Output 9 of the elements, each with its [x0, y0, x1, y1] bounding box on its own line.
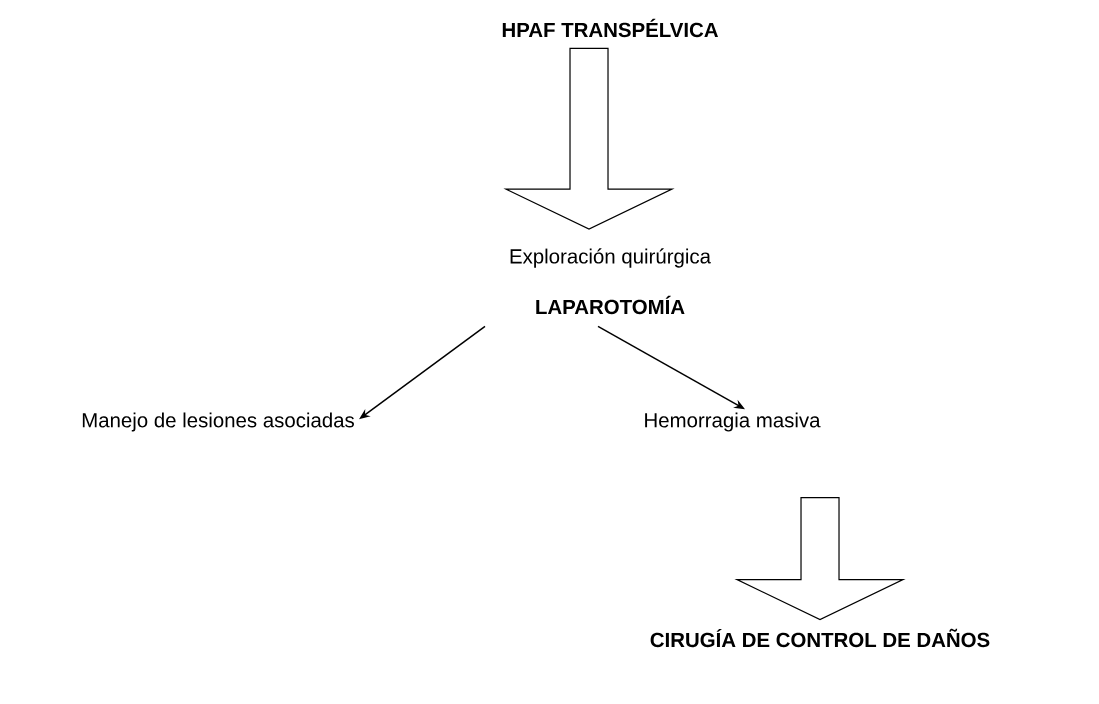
- heading: CIRUGÍA DE CONTROL DE DAÑOS: [650, 628, 990, 648]
- step-text: Exploración quirúrgica: [510, 248, 711, 268]
- block-arrow: [503, 47, 675, 230]
- heading: HPAF TRANSPÉLVICA: [502, 18, 718, 38]
- step-text: Hemorragia masiva: [645, 412, 821, 432]
- block-arrow: [734, 497, 906, 621]
- step-text: Manejo de lesiones asociadas: [82, 412, 354, 432]
- heading: LAPAROTOMÍA: [536, 295, 685, 315]
- arrow: [597, 325, 745, 410]
